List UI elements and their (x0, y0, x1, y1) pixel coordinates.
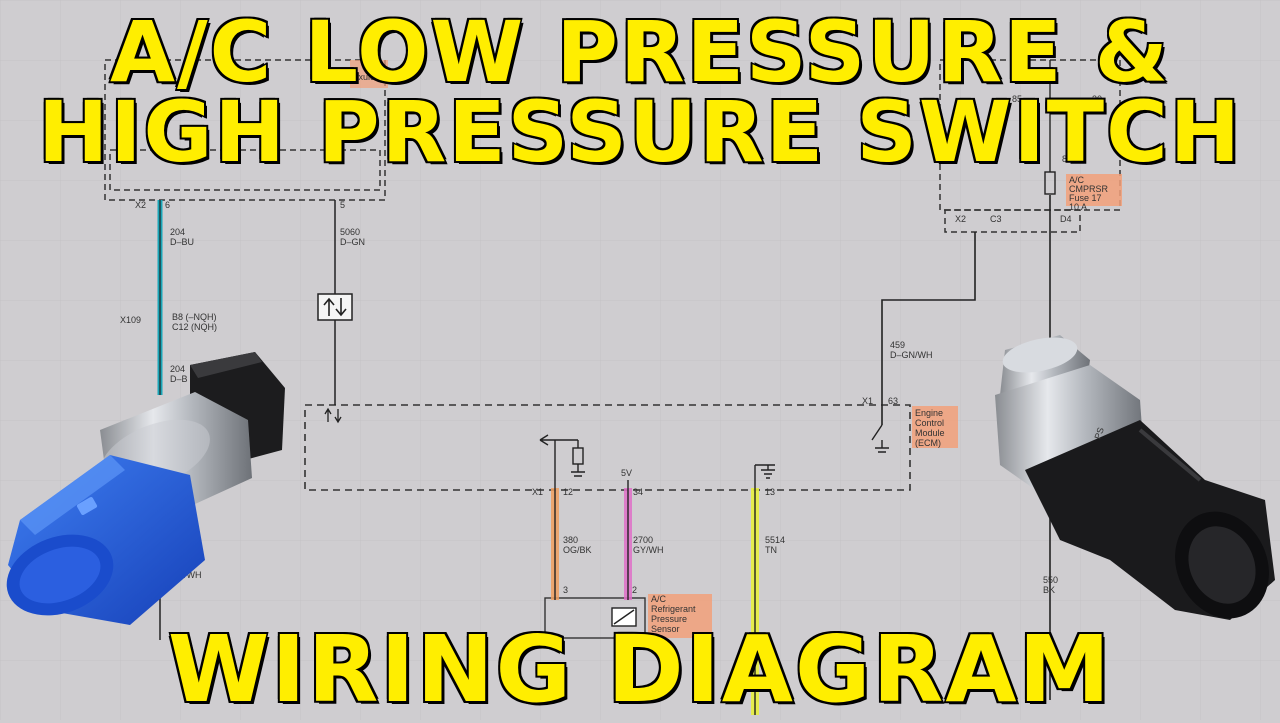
label-w5060: 5060 (340, 227, 360, 237)
label-pin30: 30 (1092, 94, 1102, 104)
label-d-gn: D–GN (340, 237, 365, 247)
label-w380: 380 (563, 535, 578, 545)
label-sensor-4: Sensor (651, 624, 680, 634)
label-sensor-3: Pressure (651, 614, 687, 624)
label-pin12: 12 (563, 487, 573, 497)
label-module-partial: xxule (354, 72, 375, 82)
label-c3: C3 (990, 214, 1002, 224)
ecm-outline (304, 404, 911, 491)
top-right-module (939, 59, 1121, 233)
label-fuse-2: CMPRSR (1069, 184, 1109, 194)
low-pressure-switch-photo (6, 352, 285, 625)
label-pin6: 6 (165, 200, 170, 210)
label-sensor-face: PS (1092, 426, 1106, 441)
ecm-label-highlight (912, 406, 958, 448)
label-x109: X109 (120, 315, 141, 325)
label-pin3: 3 (563, 585, 568, 595)
label-w2700: 2700 (633, 535, 653, 545)
top-left-module (104, 59, 386, 201)
label-ecm-3: Module (915, 428, 945, 438)
label-pin2: 2 (632, 585, 637, 595)
label-pin63: 63 (888, 396, 898, 406)
label-ecm-2: Control (915, 418, 944, 428)
label-d-gn-wh: D–GN/WH (890, 350, 933, 360)
module-label-highlight (350, 60, 388, 88)
label-w459: 459 (890, 340, 905, 350)
switch-icon (871, 424, 889, 453)
sensor-element-icon (611, 607, 637, 627)
label-d4: D4 (1060, 214, 1072, 224)
label-pin85: 85 (1012, 94, 1022, 104)
arrows-up-down-icon (317, 293, 353, 321)
sensor-pullup-icon (539, 434, 585, 477)
headline-line-1: A/C LOW PRESSURE & (108, 3, 1171, 101)
fuse-label-highlight (1066, 174, 1122, 206)
label-fuse-4: 10 A (1069, 202, 1087, 212)
label-x1-right: X1 (862, 396, 873, 406)
label-b8: B8 (–NQH) (172, 312, 217, 322)
label-x2-right: X2 (955, 214, 966, 224)
ground-icon (761, 465, 775, 479)
sensor-box (544, 597, 646, 639)
label-d-b: D–B (170, 374, 188, 384)
label-w550: 550 (1043, 575, 1058, 585)
label-5v: 5V (621, 468, 632, 478)
label-fuse-1: A/C (1069, 175, 1085, 185)
label-pin87: 87 (1062, 154, 1072, 164)
label-fuse-3: Fuse 17 (1069, 193, 1102, 203)
high-pressure-switch-photo: PS (995, 335, 1275, 620)
label-pin34: 34 (633, 487, 643, 497)
label-tn: TN (765, 545, 777, 555)
label-og-bk: OG/BK (563, 545, 592, 555)
label-sensor-2: Refrigerant (651, 604, 696, 614)
label-pin13: 13 (765, 487, 775, 497)
label-x1-bottom: X1 (532, 487, 543, 497)
label-ecm-1: Engine (915, 408, 943, 418)
ecm-arrows-icon (324, 407, 342, 424)
label-bk: BK (1043, 585, 1055, 595)
sensor-label-highlight (648, 594, 712, 638)
label-pin5: 5 (340, 200, 345, 210)
headline-line-3: WIRING DIAGRAM (166, 616, 1113, 723)
wire-459 (881, 232, 976, 425)
label-d-bu: D–BU (170, 237, 194, 247)
label-c12: C12 (NQH) (172, 322, 217, 332)
label-w5514: 5514 (765, 535, 785, 545)
label-sensor-1: A/C (651, 594, 667, 604)
label-w204-mid: 204 (170, 364, 185, 374)
label-w204-top: 204 (170, 227, 185, 237)
label-ecm-4: (ECM) (915, 438, 941, 448)
label-gy-wh: GY/WH (633, 545, 664, 555)
label-x2-left: X2 (135, 200, 146, 210)
headline-line-2: HIGH PRESSURE SWITCH (36, 83, 1243, 181)
